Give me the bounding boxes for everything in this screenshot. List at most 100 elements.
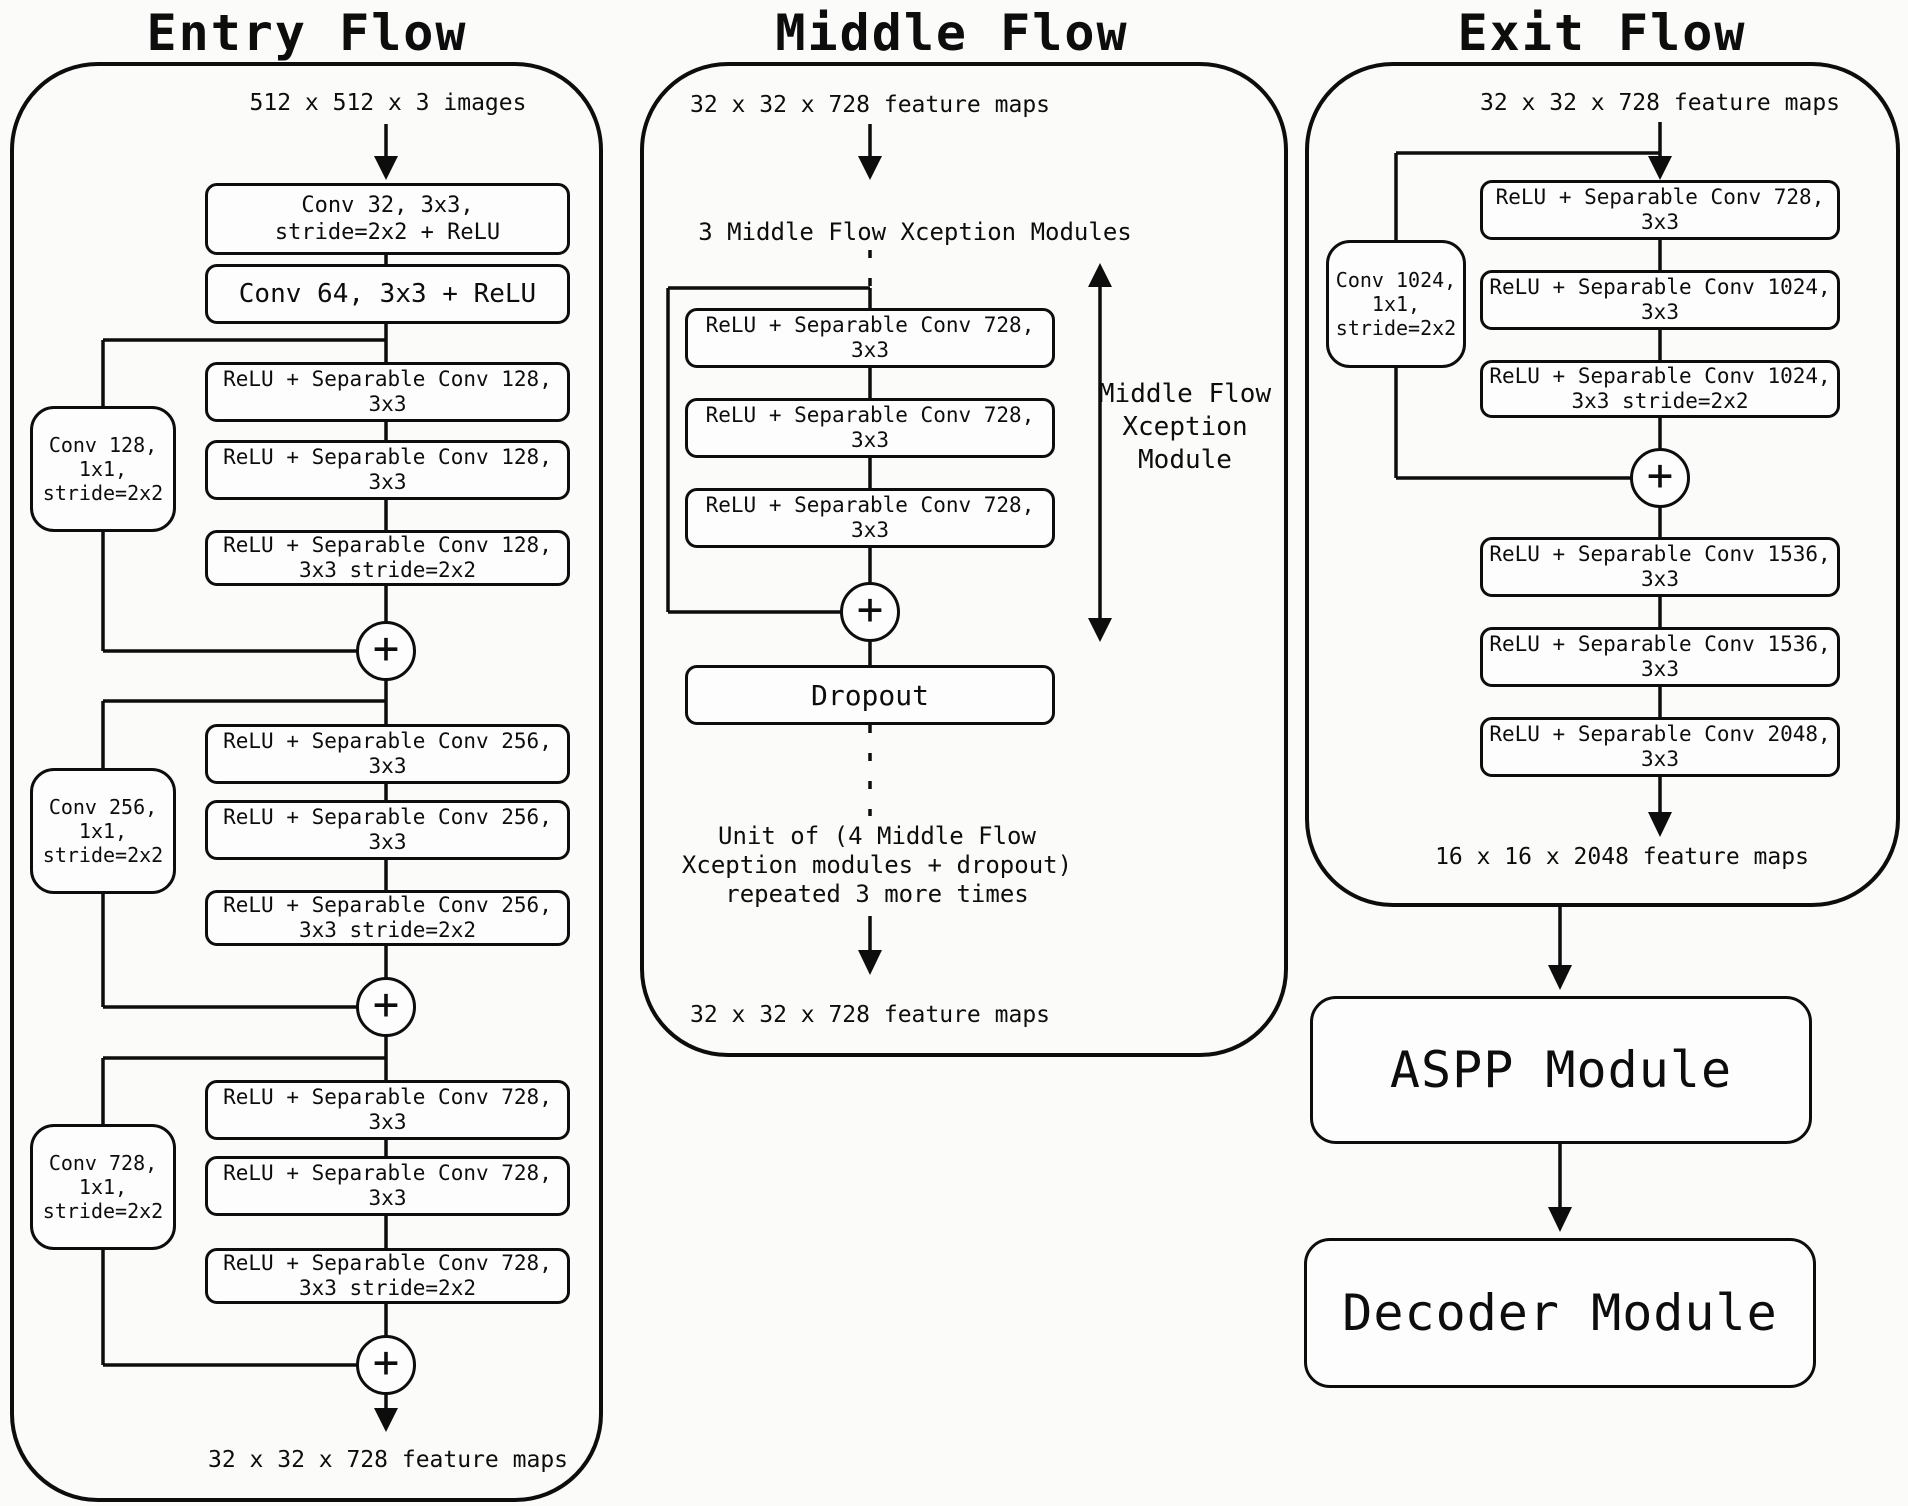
exit-sepconv1536-box-2: ReLU + Separable Conv 1536, 3x3 (1480, 627, 1840, 687)
box-label-line: ReLU + Separable Conv 256, (223, 805, 552, 829)
entry-flow-title: Entry Flow (146, 4, 468, 62)
exit-side-conv1024-box: Conv 1024, 1x1, stride=2x2 (1326, 240, 1466, 368)
exit-plus-circle: + (1630, 448, 1690, 508)
box-label-line: 3x3 (368, 470, 407, 494)
box-label-line: ReLU + Separable Conv 256, (223, 893, 552, 917)
box-label-line: 1x1, (78, 457, 128, 481)
module-label-line: Middle Flow (1098, 379, 1272, 409)
middle-sepconv728-box-1: ReLU + Separable Conv 728, 3x3 (685, 308, 1055, 368)
box-label-line: 3x3 (1641, 567, 1679, 591)
entry-plus-circle-1: + (356, 621, 416, 681)
box-label-line: 3x3 stride=2x2 (298, 918, 476, 942)
box-label-line: 1x1, (78, 1175, 128, 1199)
entry-sepconv256-stride-box: ReLU + Separable Conv 256, 3x3 stride=2x… (205, 890, 570, 946)
box-label-line: stride=2x2 + ReLU (274, 220, 501, 245)
decoder-module-box: Decoder Module (1304, 1238, 1816, 1388)
box-label-line: 3x3 (368, 830, 407, 854)
aspp-module-box: ASPP Module (1310, 996, 1812, 1144)
note-line: repeated 3 more times (725, 880, 1029, 908)
middle-flow-connectors (666, 124, 1112, 975)
entry-plus-circle-3: + (356, 1335, 416, 1395)
box-label-line: Conv 1024, (1335, 268, 1457, 292)
box-label-line: ReLU + Separable Conv 1536, (1489, 542, 1831, 566)
box-label-line: 3x3 (851, 518, 889, 542)
entry-sepconv128-box-2: ReLU + Separable Conv 128, 3x3 (205, 440, 570, 500)
entry-flow-container (10, 62, 603, 1502)
entry-conv64-box: Conv 64, 3x3 + ReLU (205, 264, 570, 324)
box-label-line: 3x3 (368, 1110, 407, 1134)
box-label-line: Conv 728, (48, 1151, 158, 1175)
box-label-line: stride=2x2 (42, 843, 164, 867)
box-label-line: 3x3 stride=2x2 (298, 1276, 476, 1300)
box-label-line: ReLU + Separable Conv 128, (223, 533, 552, 557)
exit-sepconv1536-box-1: ReLU + Separable Conv 1536, 3x3 (1480, 537, 1840, 597)
middle-flow-container (640, 62, 1288, 1057)
middle-sepconv728-box-2: ReLU + Separable Conv 728, 3x3 (685, 398, 1055, 458)
entry-sepconv728-stride-box: ReLU + Separable Conv 728, 3x3 stride=2x… (205, 1248, 570, 1304)
box-label-line: 3x3 (1641, 657, 1679, 681)
box-label-line: ReLU + Separable Conv 1024, (1489, 364, 1831, 388)
entry-side-conv256-box: Conv 256, 1x1, stride=2x2 (30, 768, 176, 894)
box-label-line: stride=2x2 (42, 1199, 164, 1223)
box-label-line: stride=2x2 (1335, 316, 1457, 340)
entry-conv32-box: Conv 32, 3x3, stride=2x2 + ReLU (205, 183, 570, 255)
exit-sepconv1024-box: ReLU + Separable Conv 1024, 3x3 (1480, 270, 1840, 330)
box-label-line: ReLU + Separable Conv 128, (223, 367, 552, 391)
middle-output-label: 32 x 32 x 728 feature maps (689, 1002, 1051, 1028)
module-label-line: Module (1138, 445, 1232, 475)
box-label-line: ReLU + Separable Conv 728, (705, 493, 1035, 517)
box-label-line: ReLU + Separable Conv 728, (223, 1251, 552, 1275)
box-label-line: ASPP Module (1389, 1040, 1733, 1099)
entry-plus-circle-2: + (356, 977, 416, 1037)
box-label-line: ReLU + Separable Conv 728, (1495, 185, 1825, 209)
box-label-line: Conv 64, 3x3 + ReLU (238, 278, 537, 309)
box-label-line: ReLU + Separable Conv 728, (705, 403, 1035, 427)
box-label-line: stride=2x2 (42, 481, 164, 505)
exit-flow-title: Exit Flow (1457, 4, 1747, 62)
note-line: Xception modules + dropout) (681, 851, 1073, 879)
box-label-line: ReLU + Separable Conv 1536, (1489, 632, 1831, 656)
box-label-line: ReLU + Separable Conv 1024, (1489, 275, 1831, 299)
entry-input-label: 512 x 512 x 3 images (249, 90, 527, 116)
box-label-line: Conv 32, 3x3, (301, 193, 474, 218)
box-label-line: ReLU + Separable Conv 728, (223, 1161, 552, 1185)
exit-sepconv728-box: ReLU + Separable Conv 728, 3x3 (1480, 180, 1840, 240)
entry-sepconv128-stride-box: ReLU + Separable Conv 128, 3x3 stride=2x… (205, 530, 570, 586)
note-line: Unit of (4 Middle Flow (718, 822, 1036, 850)
middle-modules-note: 3 Middle Flow Xception Modules (698, 218, 1132, 246)
middle-dropout-box: Dropout (685, 665, 1055, 725)
entry-flow-connectors (101, 124, 398, 1432)
entry-sepconv256-box-2: ReLU + Separable Conv 256, 3x3 (205, 800, 570, 860)
box-label-line: 3x3 (1641, 747, 1679, 771)
exit-input-label: 32 x 32 x 728 feature maps (1479, 90, 1841, 116)
exit-flow-connectors (1394, 122, 1672, 1232)
box-label-line: Conv 128, (48, 433, 158, 457)
box-label-line: Conv 256, (48, 795, 158, 819)
middle-flow-title: Middle Flow (775, 4, 1129, 62)
box-label-line: 3x3 stride=2x2 (1571, 389, 1749, 413)
box-label-line: ReLU + Separable Conv 256, (223, 729, 552, 753)
exit-sepconv1024-stride-box: ReLU + Separable Conv 1024, 3x3 stride=2… (1480, 360, 1840, 418)
entry-sepconv128-box-1: ReLU + Separable Conv 128, 3x3 (205, 362, 570, 422)
exit-flow-container (1305, 62, 1900, 907)
middle-plus-circle: + (840, 582, 900, 642)
box-label-line: 3x3 (368, 392, 407, 416)
exit-output-label: 16 x 16 x 2048 feature maps (1435, 844, 1809, 870)
module-label-line: Xception (1122, 412, 1248, 442)
box-label-line: 3x3 (1641, 300, 1679, 324)
box-label-line: Dropout (810, 678, 929, 712)
entry-side-conv128-box: Conv 128, 1x1, stride=2x2 (30, 406, 176, 532)
box-label-line: 3x3 (1641, 210, 1679, 234)
box-label-line: 3x3 (851, 428, 889, 452)
entry-sepconv728-box-2: ReLU + Separable Conv 728, 3x3 (205, 1156, 570, 1216)
box-label-line: ReLU + Separable Conv 728, (223, 1085, 552, 1109)
box-label-line: 1x1, (1371, 292, 1421, 316)
box-label-line: 3x3 stride=2x2 (298, 558, 476, 582)
box-label-line: 1x1, (78, 819, 128, 843)
entry-output-label: 32 x 32 x 728 feature maps (207, 1447, 569, 1473)
middle-repeat-note: Unit of (4 Middle Flow Xception modules … (627, 822, 1127, 909)
entry-sepconv256-box-1: ReLU + Separable Conv 256, 3x3 (205, 724, 570, 784)
box-label-line: 3x3 (851, 338, 889, 362)
